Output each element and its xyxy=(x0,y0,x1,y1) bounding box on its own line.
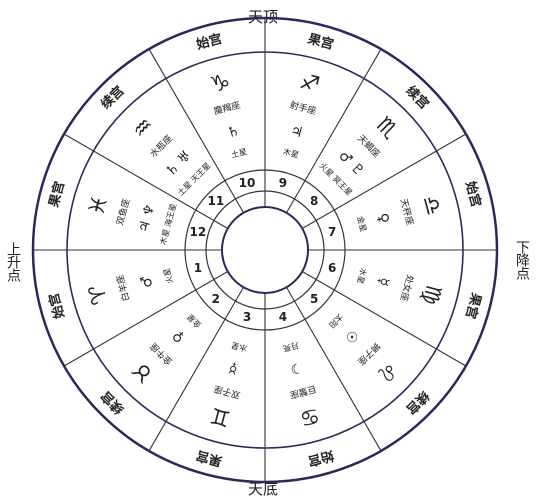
ruling-planet-icon: ☉ xyxy=(341,326,361,346)
zodiac-sign-icon: ♓ xyxy=(84,193,113,219)
house-number: 8 xyxy=(310,194,318,208)
house-number: 1 xyxy=(194,261,202,275)
palace-label: 续宫 xyxy=(403,83,433,113)
house-number: 11 xyxy=(208,194,225,208)
ruling-planet-icon: ♂ xyxy=(138,273,157,289)
zodiac-sign-icon: ♉ xyxy=(128,356,160,388)
palace-label: 始宫 xyxy=(46,291,68,320)
house-divider xyxy=(286,286,382,452)
ruling-planet-icon: ♄ xyxy=(225,123,241,142)
ruling-planet-icon: ♃ ♆ xyxy=(136,202,159,235)
zodiac-sign-icon: ♈ xyxy=(84,282,113,308)
palace-label: 果宫 xyxy=(462,290,484,320)
ruling-planet-name: 月亮 xyxy=(282,340,300,354)
zodiac-sign-icon: ♌ xyxy=(371,356,403,388)
ruling-planet-icon: ☿ xyxy=(374,275,392,287)
zodiac-sign-icon: ♊ xyxy=(208,402,234,431)
house-divider xyxy=(148,48,244,214)
house-number: 12 xyxy=(190,225,207,239)
house-number: 4 xyxy=(279,310,287,324)
zodiac-sign-icon: ♒ xyxy=(128,113,160,145)
center-circle xyxy=(221,206,309,294)
ascendant-label: 上升点 xyxy=(5,242,21,281)
house-divider xyxy=(301,133,467,229)
ruling-planet-name: 太阳 xyxy=(327,312,345,330)
descendant-label: 下降点 xyxy=(514,240,530,279)
ruling-planet-name: 金星 xyxy=(355,215,369,233)
ruling-planet-icon: ♄ ♅ xyxy=(163,148,195,180)
palace-label: 始宫 xyxy=(462,180,484,209)
house-number: 6 xyxy=(328,261,336,275)
palace-label: 续宫 xyxy=(98,83,128,113)
palace-label: 果宫 xyxy=(305,30,335,52)
ruling-planet-icon: ☽ xyxy=(288,358,304,377)
zodiac-sign-name: 双鱼座 xyxy=(114,197,133,226)
zodiac-sign-name: 天秤座 xyxy=(398,197,417,226)
ruling-planet-icon: ♀ xyxy=(374,211,392,225)
ruling-planet-name: 火星 xyxy=(162,267,175,285)
ruling-planet-name: 土星 xyxy=(230,146,248,160)
ruling-planet-name: 木星 xyxy=(282,146,300,160)
zodiac-sign-name: 白羊座 xyxy=(114,273,133,302)
palace-label: 始宫 xyxy=(195,31,224,53)
zodiac-sign-icon: ♏ xyxy=(371,113,403,145)
house-number: 3 xyxy=(243,310,251,324)
ruling-planet-icon: ♀ xyxy=(169,327,188,346)
palace-label: 续宫 xyxy=(403,388,433,418)
zodiac-sign-name: 处女座 xyxy=(398,273,417,302)
zodiac-sign-icon: ♎ xyxy=(417,193,446,219)
ruling-planet-icon: ♃ xyxy=(288,123,304,142)
house-number: 10 xyxy=(239,176,256,190)
zodiac-sign-icon: ♍ xyxy=(417,282,446,308)
ruling-planet-icon: ☿ xyxy=(227,359,239,377)
house-divider xyxy=(286,48,382,214)
house-number: 2 xyxy=(212,292,220,306)
nadir-label: 天底 xyxy=(248,480,279,498)
house-divider xyxy=(63,271,229,367)
house-divider xyxy=(301,271,467,367)
ruling-planet-name: 水星 xyxy=(355,267,369,285)
zodiac-sign-name: 魔羯座 xyxy=(212,99,241,118)
palace-label: 果宫 xyxy=(45,180,67,210)
zodiac-sign-icon: ♐ xyxy=(297,69,323,98)
ruling-planet-name: 木星 海王星 xyxy=(158,202,179,246)
palace-label: 始宫 xyxy=(306,447,335,469)
house-number: 9 xyxy=(279,176,287,190)
palace-label: 续宫 xyxy=(98,388,128,418)
house-divider xyxy=(148,286,244,452)
palace-label: 果宫 xyxy=(195,447,225,469)
ruling-planet-icon: ♂ ♇ xyxy=(335,148,367,180)
ruling-planet-name: 金星 xyxy=(185,312,203,330)
house-divider xyxy=(63,133,229,229)
zodiac-sign-icon: ♑ xyxy=(208,69,234,98)
zodiac-sign-name: 双子座 xyxy=(212,383,241,402)
ruling-planet-name: 水星 xyxy=(230,340,248,354)
zodiac-sign-name: 巨蟹座 xyxy=(288,383,317,402)
zodiac-sign-name: 射手座 xyxy=(288,99,317,118)
house-number: 7 xyxy=(328,225,336,239)
zodiac-sign-icon: ♋ xyxy=(297,402,323,431)
house-number: 5 xyxy=(310,292,318,306)
